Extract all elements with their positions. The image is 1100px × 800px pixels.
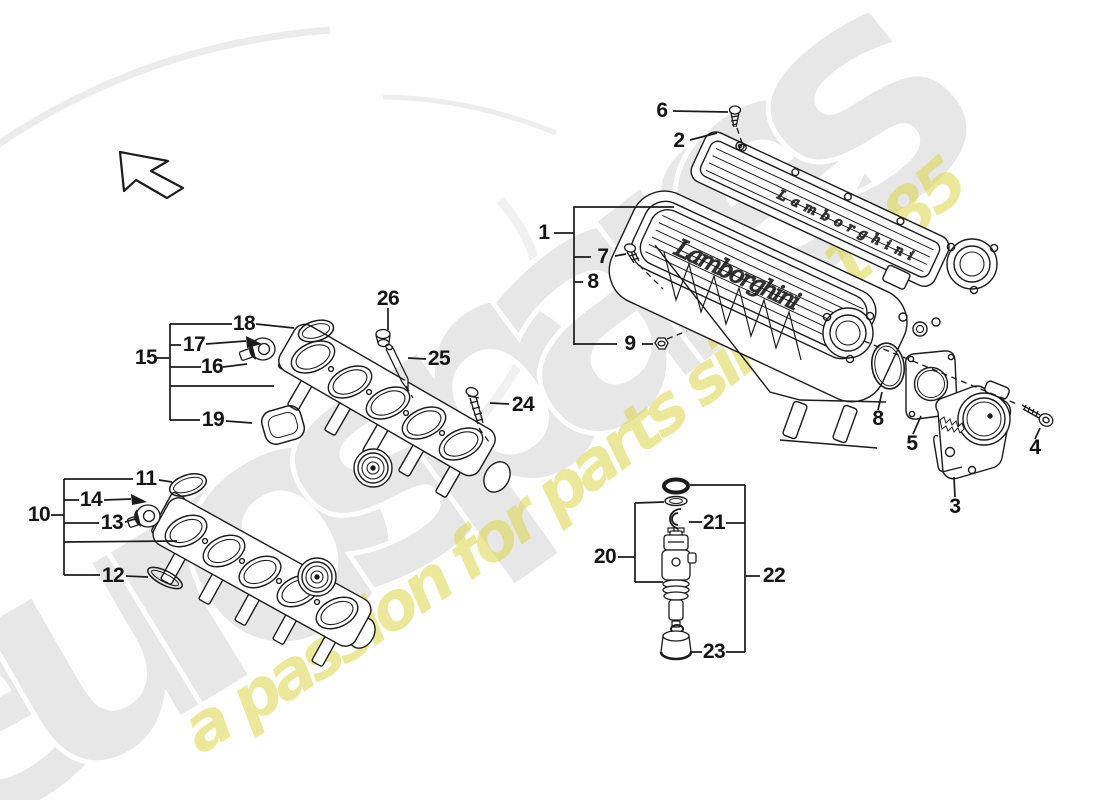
- part-label-17: 17: [182, 333, 206, 356]
- part-label-11: 11: [135, 467, 157, 490]
- fuel-injector-drawing: [659, 477, 697, 661]
- manifold-legs: [160, 549, 339, 667]
- nut-9-drawing: [654, 337, 669, 350]
- part-label-25: 25: [427, 347, 451, 370]
- gasket-12-drawing: [147, 566, 183, 590]
- upper-intake-manifold-drawing: [277, 323, 511, 498]
- throttle-gear-teeth: [939, 416, 965, 434]
- part-label-22: 22: [762, 564, 786, 587]
- part-label-18: 18: [232, 312, 256, 335]
- part-label-4: 4: [1029, 436, 1041, 459]
- cover-screw-hole-center: [737, 143, 743, 149]
- leader-4: [1034, 427, 1041, 440]
- group-bracket-1: [554, 206, 674, 345]
- part-label-8-oring: 8: [872, 407, 884, 430]
- plenum-inlet-flange-upper: [946, 238, 999, 295]
- part-label-2: 2: [673, 129, 685, 152]
- part-label-26: 26: [376, 287, 400, 310]
- part-label-10: 10: [27, 503, 51, 526]
- part-label-7: 7: [597, 245, 609, 268]
- part-label-23: 23: [702, 640, 726, 663]
- plenum-bottom-rail: [654, 244, 887, 403]
- injector-washer: [664, 495, 688, 507]
- part-label-21: 21: [702, 511, 726, 534]
- gasket-19-drawing: [260, 405, 306, 445]
- gasket-11-drawing: [168, 473, 208, 497]
- leader-24: [489, 402, 510, 405]
- flange-bolt: [931, 317, 941, 327]
- vacuum-port-inner: [915, 324, 925, 334]
- injector-o-ring: [662, 477, 690, 495]
- leader-3: [953, 476, 956, 498]
- sensor-13-drawing: [126, 504, 161, 528]
- group-bracket-20: [618, 501, 665, 583]
- manifold-canister: [297, 557, 337, 597]
- injector-cup: [659, 630, 693, 661]
- gasket-18-drawing: [297, 319, 335, 343]
- part-label-5: 5: [906, 432, 918, 455]
- part-label-9: 9: [624, 332, 636, 355]
- watermark-swoosh: [466, 196, 544, 434]
- leader-25: [407, 357, 427, 360]
- throttle-body-drawing: [933, 380, 1012, 480]
- part-label-20: 20: [593, 545, 617, 568]
- injector-clip: [667, 508, 685, 533]
- pointer-arrow-14: [131, 494, 147, 505]
- part-label-19: 19: [201, 408, 225, 431]
- plenum-inlet-flange-lower: [822, 307, 875, 364]
- pointer-arrow-17: [246, 336, 262, 348]
- screw-6-drawing: [728, 105, 742, 128]
- bolt-4-drawing: [1021, 404, 1054, 427]
- part-label-13: 13: [100, 511, 124, 534]
- part-label-12: 12: [101, 564, 125, 587]
- bolt-7-drawing: [623, 243, 640, 264]
- part-label-1: 1: [538, 221, 550, 244]
- injector-body: [661, 530, 697, 628]
- watermark-swoosh: [382, 94, 557, 136]
- leader-2: [689, 132, 718, 141]
- part-label-15: 15: [134, 346, 158, 369]
- leader-6: [672, 110, 729, 113]
- cover-screw-hole: [735, 141, 745, 151]
- assembly-dashed-lines: [405, 127, 1018, 443]
- part-label-8-upper: 8: [587, 270, 599, 293]
- group-bracket-10: [51, 478, 178, 578]
- part-label-6: 6: [656, 99, 668, 122]
- part-label-14: 14: [79, 488, 103, 511]
- watermark-swoosh: [0, 26, 331, 148]
- part-label-3: 3: [949, 495, 961, 518]
- bolt-24-drawing: [465, 386, 484, 425]
- leader-lines: [51, 110, 1041, 653]
- leader-5: [912, 415, 922, 435]
- direction-arrow-icon: [118, 150, 185, 200]
- manifold-canister: [353, 448, 393, 488]
- part-label-16: 16: [200, 355, 224, 378]
- lower-intake-manifold-drawing: [151, 491, 376, 667]
- group-bracket-15: [157, 323, 295, 424]
- leader-8-oring: [877, 391, 883, 411]
- flange-bolt: [898, 312, 908, 322]
- vacuum-port: [912, 321, 928, 337]
- plenum-legs: [779, 400, 878, 449]
- manifold-end-cap: [483, 461, 511, 493]
- runner-fins: [663, 251, 802, 361]
- throttle-bores: [290, 340, 484, 461]
- group-bracket-22: [689, 484, 760, 653]
- o-ring-8-drawing: [870, 342, 906, 390]
- part-label-24: 24: [511, 393, 535, 416]
